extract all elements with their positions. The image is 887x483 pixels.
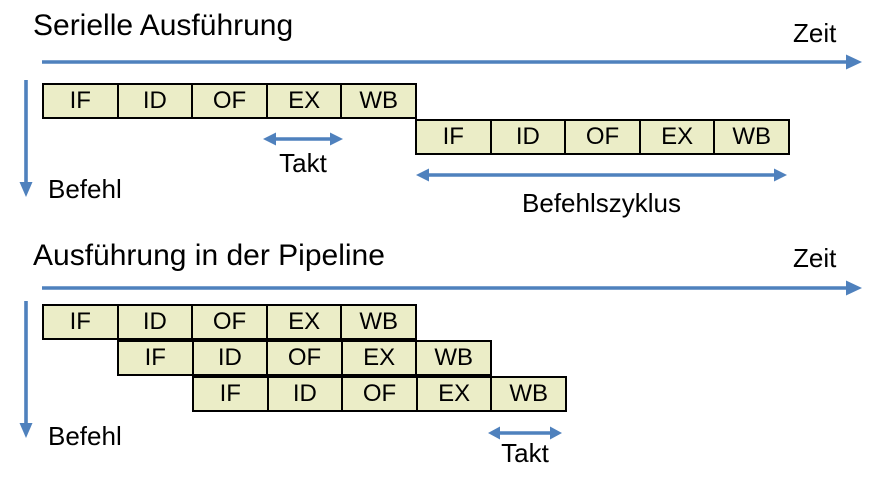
pipeline-stage-cell: OF bbox=[266, 342, 341, 374]
pipeline-stage-cell: IF bbox=[144, 344, 166, 371]
befehl-axis-arrow-pipeline bbox=[19, 301, 33, 438]
pipeline-stage-cell: OF bbox=[564, 121, 639, 153]
pipeline-stage-cell: OF bbox=[341, 378, 416, 410]
section-title-pipeline: Ausführung in der Pipeline bbox=[33, 239, 385, 272]
pipeline-stage-cell: EX bbox=[415, 378, 491, 410]
takt-label-serial: Takt bbox=[279, 148, 327, 178]
time-axis-arrow-serial bbox=[42, 54, 862, 70]
pipeline-stage-cell: EX bbox=[265, 306, 341, 338]
pipeline-stage-cell: EX bbox=[265, 85, 341, 117]
befehlszyklus-label: Befehlszyklus bbox=[522, 188, 681, 218]
pipeline-stage-cell: ID bbox=[191, 342, 267, 374]
takt-label-pipeline: Takt bbox=[501, 438, 549, 468]
zeit-label-pipeline: Zeit bbox=[793, 243, 837, 273]
pipeline-stage-cell: ID bbox=[116, 85, 192, 117]
befehl-axis-arrow-serial bbox=[19, 80, 33, 197]
pipeline-stage-cell: OF bbox=[191, 85, 266, 117]
befehl-label-pipeline: Befehl bbox=[48, 421, 122, 451]
time-axis-arrow-pipeline bbox=[42, 280, 862, 296]
pipeline-stage-cell: IF bbox=[219, 380, 241, 407]
pipeline-stage-cell: WB bbox=[713, 121, 788, 153]
pipeline-stage-cell: ID bbox=[266, 378, 342, 410]
pipeline-stage-cell: ID bbox=[489, 121, 565, 153]
pipeline-stage-cell: IF bbox=[69, 87, 91, 114]
takt-arrow-serial bbox=[263, 132, 343, 146]
pipeline-stage-cell: WB bbox=[340, 85, 415, 117]
pipeline-stage-cell: WB bbox=[490, 378, 565, 410]
pipeline-stage-cell: OF bbox=[191, 306, 266, 338]
zeit-label-serial: Zeit bbox=[793, 18, 837, 48]
pipeline-stage-cell: WB bbox=[340, 306, 415, 338]
pipeline-stage-cell: IF bbox=[442, 123, 464, 150]
pipeline-stage-cell: IF bbox=[69, 308, 91, 335]
befehl-label-serial: Befehl bbox=[48, 174, 122, 204]
befehlszyklus-arrow bbox=[416, 168, 787, 182]
pipeline-stage-cell: ID bbox=[116, 306, 192, 338]
pipeline-stage-cell: EX bbox=[638, 121, 714, 153]
takt-arrow-pipeline bbox=[488, 426, 562, 440]
pipeline-stage-cell: WB bbox=[415, 342, 490, 374]
pipeline-stage-cell: EX bbox=[340, 342, 416, 374]
section-title-serial: Serielle Ausführung bbox=[33, 9, 294, 42]
